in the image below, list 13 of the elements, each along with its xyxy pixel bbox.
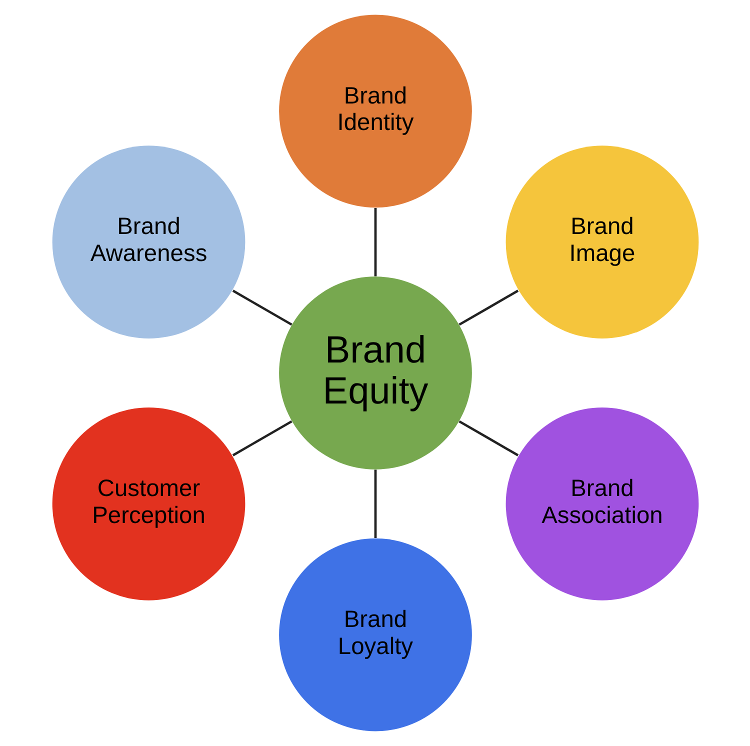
- connector: [458, 420, 518, 456]
- connector: [458, 290, 518, 326]
- node-circle: Brand Loyalty: [278, 538, 472, 732]
- connector: [374, 208, 376, 276]
- node-circle: Brand Identity: [278, 14, 472, 208]
- node-circle: Brand Awareness: [52, 146, 245, 339]
- connector: [232, 290, 292, 326]
- node-circle: Brand Image: [505, 146, 698, 339]
- node-circle: Brand Equity: [278, 276, 472, 470]
- node-circle: Customer Perception: [52, 407, 245, 600]
- connector: [232, 420, 292, 456]
- node-circle: Brand Association: [505, 407, 698, 600]
- connector: [374, 470, 376, 538]
